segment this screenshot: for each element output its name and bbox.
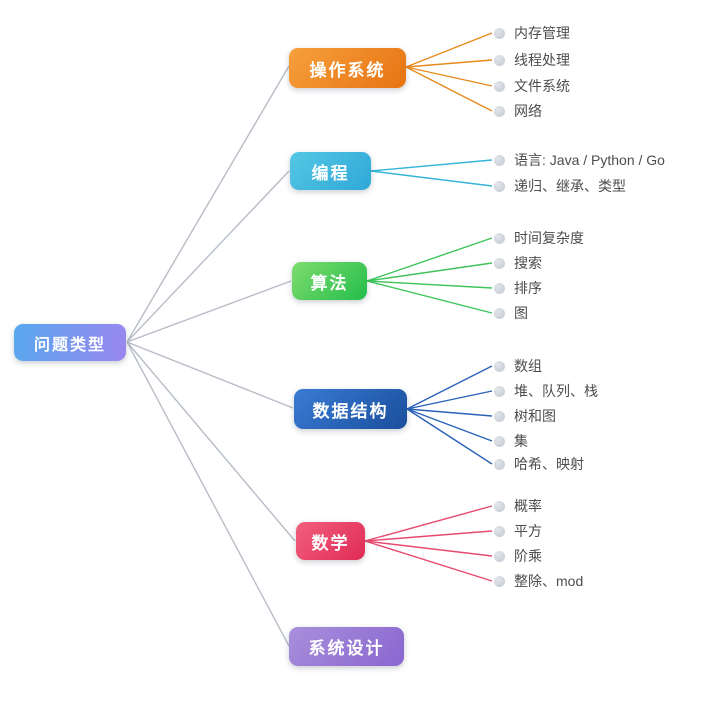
leaf-label: 哈希、映射 <box>514 456 584 472</box>
leaf-ds-set[interactable]: 集 <box>494 430 528 452</box>
node-data-structures[interactable]: 数据结构 <box>294 389 407 429</box>
bullet-dot <box>494 232 505 244</box>
link-root-algorithms <box>126 280 292 343</box>
leaf-label: 文件系统 <box>514 78 570 94</box>
link-ds-leaf-1 <box>406 390 493 410</box>
leaf-label: 语言: Java / Python / Go <box>514 152 665 168</box>
link-ds-leaf-0 <box>406 365 493 410</box>
node-system-design[interactable]: 系统设计 <box>289 627 404 666</box>
bullet-dot <box>494 385 505 397</box>
bullet-dot <box>494 500 505 512</box>
node-algorithms[interactable]: 算法 <box>292 262 367 300</box>
link-algorithms-leaf-0 <box>366 237 493 282</box>
link-algorithms-leaf-1 <box>366 262 493 282</box>
bullet-dot <box>494 360 505 372</box>
leaf-label: 整除、mod <box>514 573 584 589</box>
leaf-label: 搜索 <box>514 255 542 271</box>
node-root-label: 问题类型 <box>33 336 106 354</box>
node-system-design-label: 系统设计 <box>308 639 385 658</box>
bullet-dot <box>494 105 505 117</box>
link-algorithms-leaf-3 <box>366 280 493 314</box>
bullet-dot <box>494 257 505 269</box>
leaf-algorithms-sort[interactable]: 排序 <box>494 277 542 299</box>
link-math-leaf-3 <box>364 540 493 582</box>
leaf-label: 数组 <box>514 358 542 374</box>
leaf-label: 堆、队列、栈 <box>514 383 598 399</box>
leaf-label: 集 <box>514 433 528 449</box>
link-ds-leaf-3 <box>406 408 493 442</box>
link-programming-leaf-0 <box>370 159 493 172</box>
link-root-data-structures <box>126 341 294 409</box>
bullet-dot <box>494 180 505 192</box>
leaf-os-memory[interactable]: 内存管理 <box>494 22 570 44</box>
leaf-programming-languages[interactable]: 语言: Java / Python / Go <box>494 149 665 171</box>
node-root[interactable]: 问题类型 <box>14 324 126 361</box>
leaf-ds-trees-graphs[interactable]: 树和图 <box>494 405 556 427</box>
link-os-leaf-3 <box>405 66 493 112</box>
node-operating-systems-label: 操作系统 <box>309 60 386 80</box>
leaf-label: 图 <box>514 305 528 321</box>
node-programming[interactable]: 编程 <box>290 152 371 190</box>
leaf-label: 阶乘 <box>514 548 542 564</box>
link-root-programming <box>126 170 290 343</box>
leaf-label: 概率 <box>514 498 542 514</box>
bullet-dot <box>494 307 505 319</box>
leaf-label: 递归、继承、类型 <box>514 178 626 194</box>
bullet-dot <box>494 435 505 447</box>
leaf-algorithms-graph[interactable]: 图 <box>494 302 528 324</box>
leaf-algorithms-search[interactable]: 搜索 <box>494 252 542 274</box>
bullet-dot <box>494 27 505 39</box>
node-math[interactable]: 数学 <box>296 522 365 560</box>
leaf-ds-heap-queue-stack[interactable]: 堆、队列、栈 <box>494 380 598 402</box>
leaf-math-factorial[interactable]: 阶乘 <box>494 545 542 567</box>
leaf-math-mod[interactable]: 整除、mod <box>494 570 583 592</box>
bullet-dot <box>494 54 505 66</box>
leaf-label: 线程处理 <box>514 52 570 68</box>
link-programming-leaf-1 <box>370 170 493 187</box>
leaf-label: 排序 <box>514 280 542 296</box>
bullet-dot <box>494 525 505 537</box>
link-os-leaf-2 <box>405 66 493 87</box>
link-math-leaf-0 <box>364 505 493 542</box>
node-programming-label: 编程 <box>311 163 350 183</box>
bullet-dot <box>494 550 505 562</box>
link-root-os <box>126 65 290 343</box>
leaf-label: 平方 <box>514 523 542 539</box>
leaf-ds-array[interactable]: 数组 <box>494 355 542 377</box>
bullet-dot <box>494 154 505 166</box>
bullet-dot <box>494 458 505 470</box>
bullet-dot <box>494 282 505 294</box>
link-os-leaf-0 <box>405 32 493 68</box>
node-math-label: 数学 <box>311 533 350 553</box>
bullet-dot <box>494 575 505 587</box>
link-ds-leaf-4 <box>406 408 493 465</box>
leaf-math-square[interactable]: 平方 <box>494 520 542 542</box>
node-algorithms-label: 算法 <box>310 273 349 293</box>
link-ds-leaf-2 <box>406 408 493 417</box>
leaf-os-threads[interactable]: 线程处理 <box>494 49 570 71</box>
leaf-label: 网络 <box>514 103 542 119</box>
link-math-leaf-2 <box>364 540 493 557</box>
leaf-label: 树和图 <box>514 408 556 424</box>
link-root-system-design <box>126 341 290 647</box>
link-math-leaf-1 <box>364 530 493 542</box>
bullet-dot <box>494 80 505 92</box>
link-root-math <box>126 341 296 542</box>
leaf-os-filesystem[interactable]: 文件系统 <box>494 75 570 97</box>
leaf-programming-concepts[interactable]: 递归、继承、类型 <box>494 175 626 197</box>
leaf-algorithms-complexity[interactable]: 时间复杂度 <box>494 227 584 249</box>
bullet-dot <box>494 410 505 422</box>
node-operating-systems[interactable]: 操作系统 <box>289 48 406 88</box>
link-algorithms-leaf-2 <box>366 280 493 289</box>
leaf-label: 时间复杂度 <box>514 230 584 246</box>
leaf-ds-hash-map[interactable]: 哈希、映射 <box>494 453 584 475</box>
leaf-os-network[interactable]: 网络 <box>494 100 542 122</box>
leaf-math-probability[interactable]: 概率 <box>494 495 542 517</box>
link-os-leaf-1 <box>405 59 493 68</box>
node-data-structures-label: 数据结构 <box>312 401 389 421</box>
leaf-label: 内存管理 <box>514 25 570 41</box>
